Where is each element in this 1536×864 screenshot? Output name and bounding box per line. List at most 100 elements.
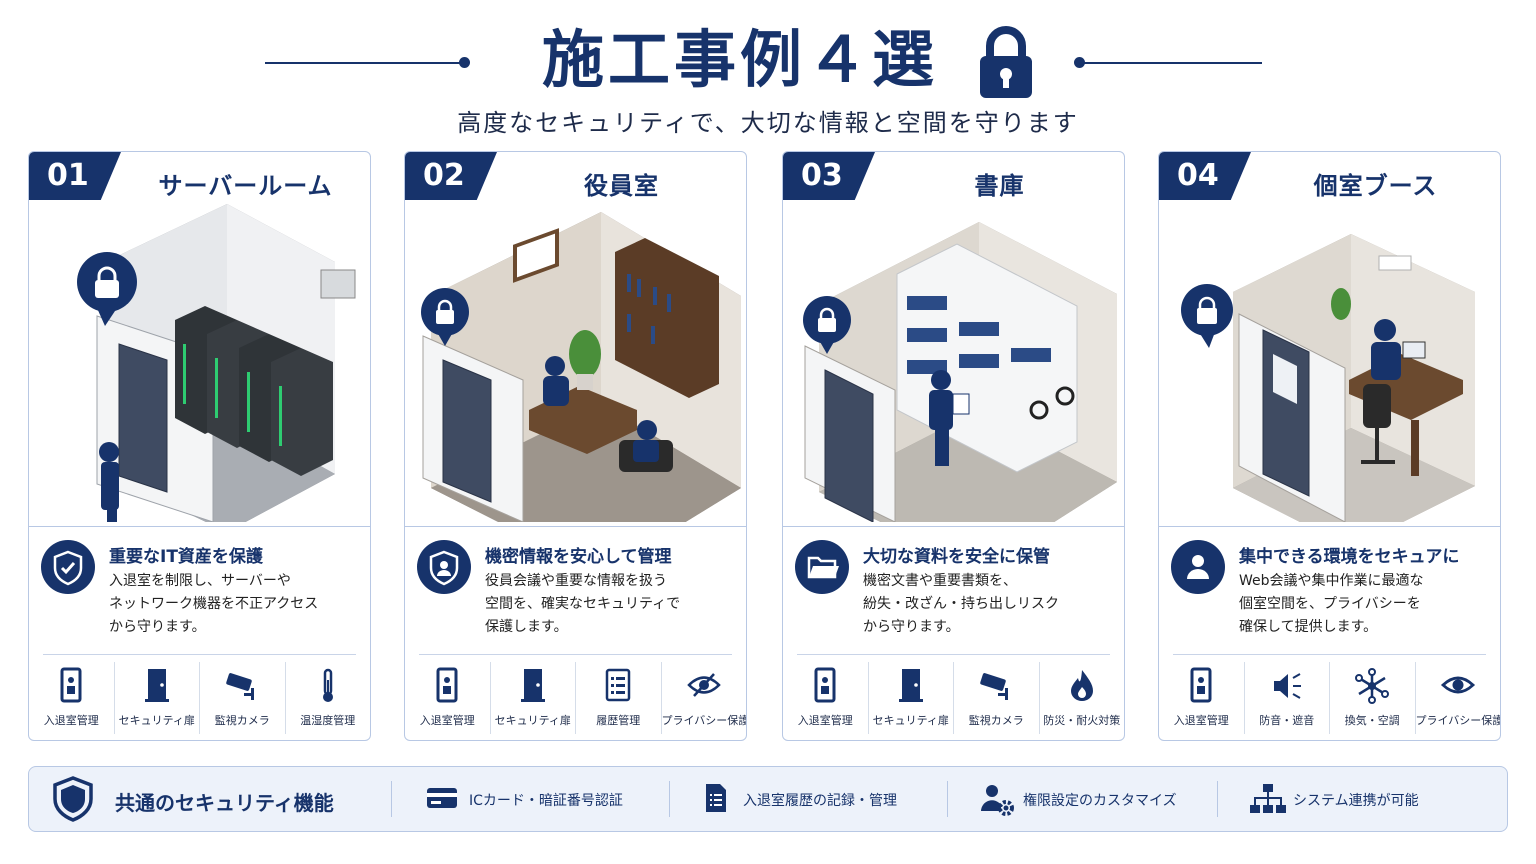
feature-description-line: 役員会議や重要な情報を扱う bbox=[485, 573, 667, 589]
card-divider bbox=[29, 526, 370, 527]
feature-item: 監視カメラ bbox=[954, 662, 1040, 734]
common-feature-label: 権限設定のカスタマイズ bbox=[1023, 793, 1177, 809]
door-icon bbox=[144, 669, 169, 702]
title-rule-dot-right bbox=[1074, 57, 1085, 68]
keypad-icon bbox=[60, 667, 82, 703]
feature-description-line: 個室空間を、プライバシーを bbox=[1239, 596, 1421, 612]
icon-row-divider bbox=[43, 654, 356, 655]
icon-row-divider bbox=[419, 654, 732, 655]
feature-item: セキュリティ扉 bbox=[115, 662, 200, 734]
feature-item: 履歴管理 bbox=[576, 662, 662, 734]
feature-item: プライバシー保護 bbox=[661, 662, 747, 734]
document-list-icon bbox=[706, 784, 726, 812]
folder-icon bbox=[795, 540, 849, 594]
network-icon bbox=[1250, 784, 1286, 813]
case-card-private-booth: 04 個室ブース 集中できる環境をセキュアに Web会議や集中作業に最適な 個室… bbox=[1158, 151, 1501, 741]
list-icon bbox=[606, 668, 631, 702]
bar-separator bbox=[669, 781, 670, 817]
feature-description: 役員会議や重要な情報を扱う 空間を、確実なセキュリティで 保護します。 bbox=[485, 570, 680, 639]
bar-separator bbox=[1217, 781, 1218, 817]
feature-item: 入退室管理 bbox=[783, 662, 869, 734]
case-title: 書庫 bbox=[974, 172, 1025, 200]
feature-description-line: 入退室を制限し、サーバーや bbox=[109, 573, 291, 589]
feature-item: 入退室管理 bbox=[1159, 662, 1245, 734]
case-number: 03 bbox=[783, 152, 875, 200]
feature-item-label: 防音・遮音 bbox=[1259, 714, 1315, 727]
feature-item-label: 入退室管理 bbox=[419, 714, 475, 727]
feature-item-label: 入退室管理 bbox=[43, 714, 99, 727]
title-rule-left bbox=[265, 62, 465, 64]
title-rule-right bbox=[1080, 62, 1262, 64]
feature-title: 機密情報を安心して管理 bbox=[485, 547, 672, 567]
card-divider bbox=[1159, 526, 1500, 527]
feature-item: 防災・耐火対策 bbox=[1040, 662, 1125, 734]
feature-description-line: 機密文書や重要書類を、 bbox=[863, 573, 1017, 589]
eye-slash-icon bbox=[686, 673, 721, 697]
case-card-archive: 03 書庫 大切な資料を安全に保管 機密文書や重要書類を、 bbox=[782, 151, 1125, 741]
page-subtitle: 高度なセキュリティで、大切な情報と空間を守ります bbox=[457, 109, 1079, 137]
feature-item: セキュリティ扉 bbox=[491, 662, 576, 734]
feature-item-label: セキュリティ扉 bbox=[872, 714, 949, 727]
feature-icon-row: 入退室管理 セキュリティ扉 監視カメラ 温湿度管理 bbox=[29, 662, 370, 734]
feature-item: 入退室管理 bbox=[29, 662, 115, 734]
feature-item-label: プライバシー保護 bbox=[1415, 714, 1501, 727]
feature-title: 集中できる環境をセキュアに bbox=[1239, 547, 1460, 567]
executive-room-illustration bbox=[421, 212, 741, 522]
feature-item: 監視カメラ bbox=[200, 662, 286, 734]
feature-item-label: 換気・空調 bbox=[1344, 714, 1400, 727]
shield-check-icon bbox=[41, 540, 95, 594]
feature-description-line: から守ります。 bbox=[109, 619, 206, 635]
card-divider bbox=[783, 526, 1124, 527]
common-feature-label: 入退室履歴の記録・管理 bbox=[743, 793, 897, 809]
case-number: 04 bbox=[1159, 152, 1251, 200]
feature-item-label: 監視カメラ bbox=[214, 714, 270, 727]
feature-item: 換気・空調 bbox=[1330, 662, 1416, 734]
feature-item-label: 防災・耐火対策 bbox=[1043, 714, 1121, 727]
page-title: 施工事例４選 bbox=[541, 23, 938, 96]
feature-item-label: 履歴管理 bbox=[596, 714, 641, 727]
feature-item-label: セキュリティ扉 bbox=[118, 714, 195, 727]
camera-icon bbox=[226, 673, 255, 700]
feature-item-label: 入退室管理 bbox=[1173, 714, 1229, 727]
common-features-title: 共通のセキュリティ機能 bbox=[115, 791, 334, 815]
feature-description: Web会議や集中作業に最適な 個室空間を、プライバシーを 確保して提供します。 bbox=[1239, 570, 1424, 639]
bar-separator bbox=[391, 781, 392, 817]
card-divider bbox=[405, 526, 746, 527]
feature-item-label: 入退室管理 bbox=[797, 714, 853, 727]
feature-description-line: 確保して提供します。 bbox=[1239, 619, 1378, 635]
case-title: 個室ブース bbox=[1313, 172, 1438, 200]
feature-description-line: から守ります。 bbox=[863, 619, 960, 635]
lock-icon bbox=[980, 26, 1032, 98]
speaker-icon bbox=[1273, 673, 1301, 699]
feature-item: 防音・遮音 bbox=[1245, 662, 1330, 734]
feature-item: セキュリティ扉 bbox=[869, 662, 954, 734]
keypad-icon bbox=[814, 667, 836, 703]
common-feature-label: ICカード・暗証番号認証 bbox=[469, 793, 623, 809]
eye-icon bbox=[1440, 676, 1475, 694]
keypad-icon bbox=[436, 667, 458, 703]
keypad-icon bbox=[1190, 667, 1212, 703]
feature-title: 重要なIT資産を保護 bbox=[109, 547, 263, 567]
case-title: 役員室 bbox=[584, 172, 659, 200]
icon-row-divider bbox=[1173, 654, 1486, 655]
feature-item-label: プライバシー保護 bbox=[661, 714, 747, 727]
ventilation-icon bbox=[1355, 668, 1390, 704]
case-card-server-room: 01 サーバールーム 重要なIT資産を保護 入退室を制限し、サーバーや bbox=[28, 151, 371, 741]
private-booth-illustration bbox=[1181, 234, 1475, 522]
thermometer-icon bbox=[322, 668, 333, 702]
case-number: 01 bbox=[29, 152, 121, 200]
feature-item-label: 監視カメラ bbox=[968, 714, 1024, 727]
feature-item-label: 温湿度管理 bbox=[300, 714, 356, 727]
title-rule-dot-left bbox=[459, 57, 470, 68]
feature-description-line: 保護します。 bbox=[485, 619, 568, 635]
feature-icon-row: 入退室管理 セキュリティ扉 監視カメラ 防災・耐火対策 bbox=[783, 662, 1124, 734]
feature-description-line: 空間を、確実なセキュリティで bbox=[485, 596, 681, 612]
feature-icon-row: 入退室管理 防音・遮音 換気・空調 プライバシー保護 bbox=[1159, 662, 1500, 734]
user-icon bbox=[1171, 540, 1225, 594]
fire-icon bbox=[1070, 670, 1093, 701]
feature-title: 大切な資料を安全に保管 bbox=[863, 547, 1050, 567]
feature-description-line: Web会議や集中作業に最適な bbox=[1239, 573, 1424, 589]
feature-description-line: ネットワーク機器を不正アクセス bbox=[109, 596, 319, 612]
shield-icon bbox=[53, 776, 93, 822]
feature-item: プライバシー保護 bbox=[1415, 662, 1501, 734]
